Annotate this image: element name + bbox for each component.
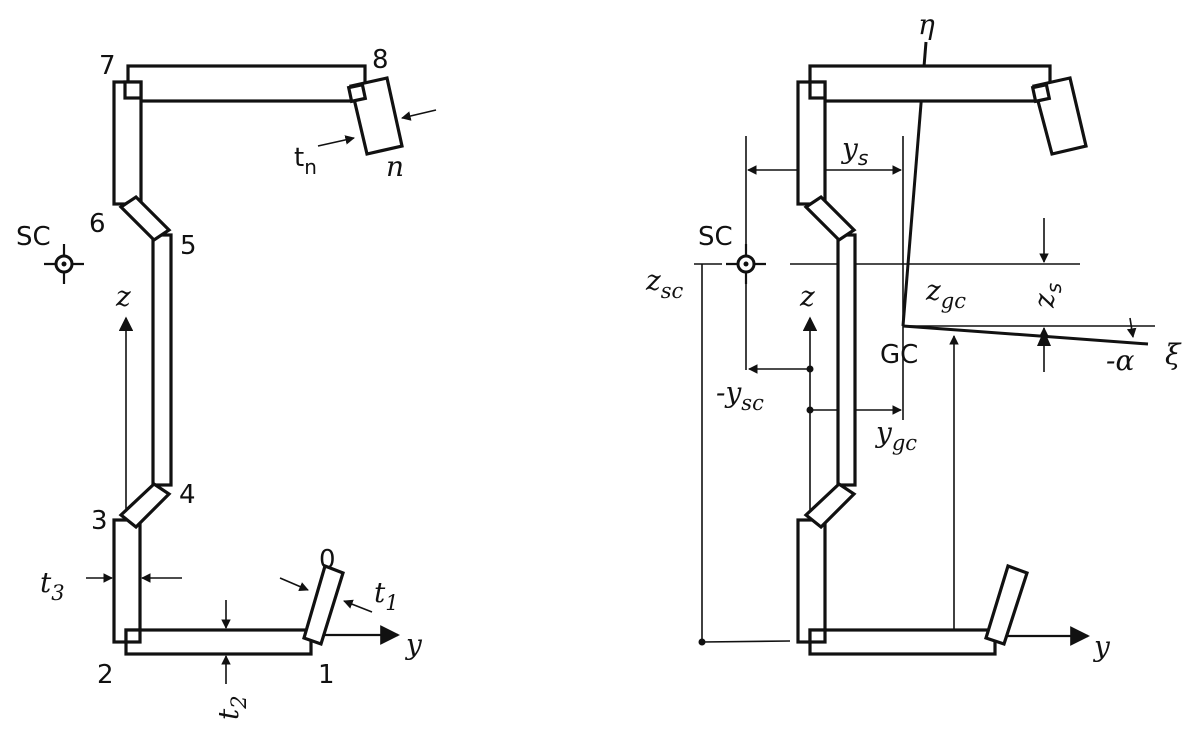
tn-arrow-left	[317, 135, 355, 147]
left-y-label: y	[404, 628, 423, 661]
ysc-label: -ysc	[716, 376, 764, 415]
eta-label: η	[918, 8, 935, 41]
node-label-8: 8	[372, 45, 389, 75]
right-node-7-marker	[808, 80, 827, 100]
lower-connector-plate	[118, 481, 172, 530]
middle-web-plate	[151, 233, 173, 487]
node-label-2: 2	[97, 660, 114, 690]
right-node-2-marker	[808, 628, 827, 644]
ys-label: ys	[840, 132, 868, 170]
tn-label: tn	[294, 143, 317, 179]
node-label-5: 5	[180, 231, 197, 261]
lip-plate-0	[302, 563, 345, 647]
bottom-flange-plate	[124, 628, 313, 656]
n-label: n	[386, 150, 404, 183]
left-view: 0 1 2 3 4 5 6 7 8 SC z y tn n t1 t3	[16, 45, 437, 720]
tn-arrow-right	[401, 109, 437, 121]
right-y-label: y	[1092, 630, 1111, 663]
right-upper-web-plate	[796, 80, 827, 206]
node-label-7: 7	[99, 51, 116, 81]
xi-label: ξ	[1165, 338, 1182, 371]
right-view: ys zs -ysc ygc zsc zgc η ξ -α GC z y	[645, 8, 1182, 663]
right-upper-connector-plate	[803, 194, 857, 243]
left-shear-center-symbol	[44, 244, 84, 284]
zsc-base-dot	[698, 638, 706, 646]
gc-label: GC	[880, 340, 918, 370]
zs-label: zs	[1028, 283, 1066, 309]
alpha-arrow-small	[1126, 317, 1137, 338]
node-2-marker	[124, 628, 142, 644]
right-bottom-flange-plate	[808, 628, 997, 656]
left-sc-label: SC	[16, 222, 51, 252]
t3-label: t3	[40, 566, 65, 605]
t1-arrow-right	[343, 599, 373, 613]
node-label-6: 6	[89, 209, 106, 239]
zgc-label: zgc	[925, 274, 966, 313]
right-middle-web-plate	[836, 233, 857, 487]
right-node-8-marker	[1030, 82, 1052, 104]
right-lower-web-plate	[796, 518, 827, 644]
zsc-label: zsc	[645, 264, 684, 303]
node-label-0: 0	[319, 545, 336, 575]
t1-arrow-left	[279, 577, 309, 592]
right-shear-center-symbol	[726, 244, 766, 284]
right-lip-plate-0	[984, 563, 1029, 647]
node-label-3: 3	[91, 506, 108, 536]
ygc-label: ygc	[874, 416, 917, 455]
node-7-marker	[123, 80, 143, 100]
alpha-label: -α	[1106, 344, 1134, 377]
upper-web-plate	[112, 80, 143, 206]
right-sc-label: SC	[698, 222, 733, 252]
top-flange-plate	[126, 64, 367, 103]
alpha-arrow-head	[1037, 330, 1051, 346]
right-z-label: z	[799, 280, 815, 313]
node-label-4: 4	[179, 480, 196, 510]
t2-label: t2	[212, 695, 251, 720]
right-top-flange-plate	[808, 64, 1052, 103]
t1-label: t1	[374, 576, 399, 615]
node-8-marker	[346, 82, 368, 104]
node-label-1: 1	[318, 660, 335, 690]
bottom-reference-line	[701, 640, 791, 643]
xi-axis	[902, 324, 1149, 346]
lower-web-plate	[112, 518, 142, 644]
upper-connector-plate	[118, 194, 172, 243]
right-lower-connector-plate	[803, 481, 857, 530]
left-z-label: z	[115, 280, 131, 313]
